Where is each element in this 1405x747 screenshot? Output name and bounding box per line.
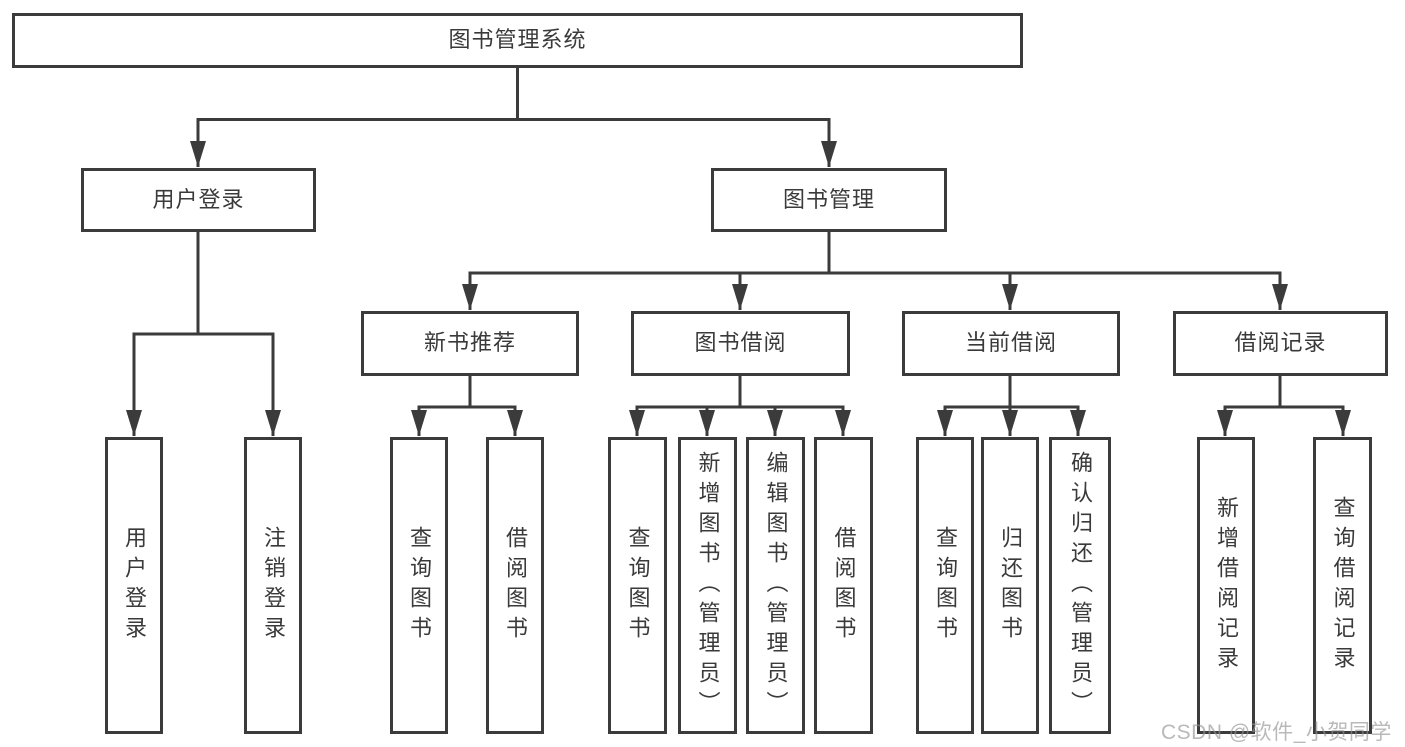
node-label: 新增图书（管理员）: [695, 450, 721, 721]
node-book-borrowing: 图书借阅: [631, 311, 850, 376]
node-label: 归还图书: [998, 525, 1023, 646]
node-label: 图书管理: [782, 186, 875, 212]
node-new-book-recommendation: 新书推荐: [361, 311, 579, 376]
node-label: 新书推荐: [423, 330, 516, 356]
node-label: 当前借阅: [964, 330, 1057, 356]
leaf-user-login: 用户登录: [105, 437, 163, 734]
node-label: 查询图书: [407, 525, 432, 646]
leaf-add-books-admin: 新增图书（管理员）: [678, 437, 737, 734]
leaf-edit-books-admin: 编辑图书（管理员）: [746, 437, 805, 734]
leaf-logout-login: 注销登录: [244, 437, 302, 734]
node-current-borrowing: 当前借阅: [902, 311, 1120, 376]
node-label: 确认归还（管理员）: [1068, 450, 1093, 721]
leaf-query-books-current: 查询图书: [916, 437, 974, 734]
node-label: 借阅图书: [831, 525, 857, 646]
node-label: 用户登录: [122, 525, 147, 646]
node-user-login: 用户登录: [81, 168, 316, 232]
leaf-confirm-return-admin: 确认归还（管理员）: [1049, 437, 1111, 734]
node-label: 编辑图书（管理员）: [763, 450, 789, 721]
leaf-borrow-books-recommend: 借阅图书: [486, 437, 544, 734]
arrowhead-icons: [126, 141, 1351, 436]
csdn-watermark: CSDN @软件_小贺同学: [1161, 721, 1392, 744]
node-label: 图书借阅: [694, 330, 787, 356]
node-label: 用户登录: [152, 186, 245, 212]
connector-paths: [132, 68, 1345, 436]
node-label: 查询图书: [933, 525, 958, 646]
node-label: 注销登录: [261, 525, 286, 646]
node-library-system: 图书管理系统: [12, 13, 1023, 68]
node-label: 新增借阅记录: [1214, 495, 1239, 676]
node-borrowing-records: 借阅记录: [1173, 311, 1388, 376]
leaf-borrow-books-borrow: 借阅图书: [814, 437, 873, 734]
node-label: 查询图书: [625, 525, 651, 646]
node-label: 借阅图书: [503, 525, 528, 646]
node-label: 图书管理系统: [448, 27, 587, 53]
leaf-query-books-borrow: 查询图书: [608, 437, 667, 734]
node-book-management: 图书管理: [711, 168, 947, 232]
leaf-return-books: 归还图书: [981, 437, 1039, 734]
leaf-query-books-recommend: 查询图书: [390, 437, 448, 734]
node-label: 查询借阅记录: [1330, 495, 1356, 676]
node-label: 借阅记录: [1234, 330, 1327, 356]
leaf-query-borrow-record: 查询借阅记录: [1313, 437, 1372, 734]
leaf-add-borrow-record: 新增借阅记录: [1197, 437, 1255, 734]
